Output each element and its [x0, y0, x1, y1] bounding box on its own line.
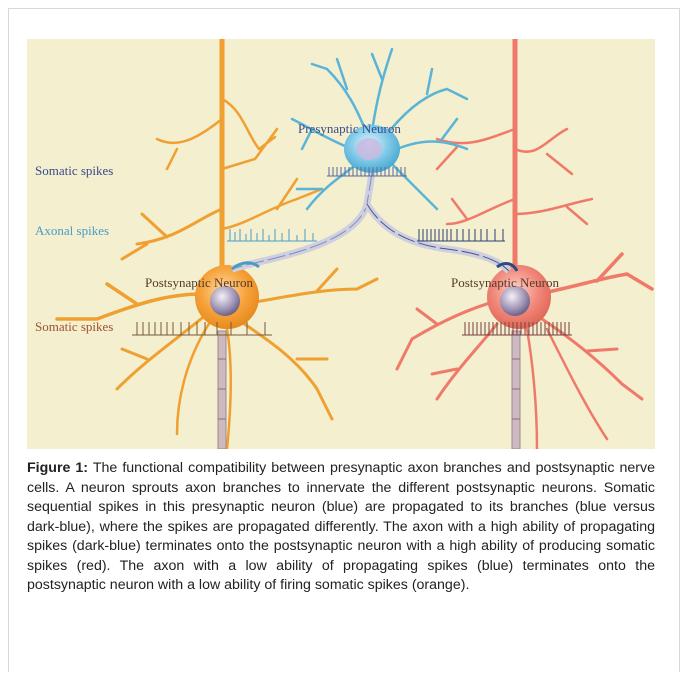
label-presynaptic-neuron: Presynaptic Neuron — [298, 121, 401, 137]
label-somatic-spikes-top: Somatic spikes — [35, 163, 113, 179]
spike-train-axonal-right — [417, 229, 505, 241]
axon-left — [218, 331, 226, 449]
nucleus-presynaptic — [356, 138, 382, 160]
label-axonal-spikes: Axonal spikes — [35, 223, 109, 239]
axon-right — [512, 331, 520, 449]
figure-caption: Figure 1: The functional compatibility b… — [27, 459, 655, 596]
neuron-diagram: Presynaptic Neuron Postsynaptic Neuron P… — [27, 39, 655, 449]
neuron-illustration — [27, 39, 655, 449]
axon-branch-blue — [232, 173, 372, 269]
label-postsynaptic-neuron-right: Postsynaptic Neuron — [451, 275, 559, 291]
caption-heading: Figure 1: — [27, 460, 88, 476]
label-somatic-spikes-bottom: Somatic spikes — [35, 319, 113, 335]
axon-branch-darkblue — [367, 204, 509, 271]
spike-train-axonal-left — [227, 229, 317, 241]
caption-text: The functional compatibility between pre… — [27, 460, 655, 593]
label-postsynaptic-neuron-left: Postsynaptic Neuron — [145, 275, 253, 291]
